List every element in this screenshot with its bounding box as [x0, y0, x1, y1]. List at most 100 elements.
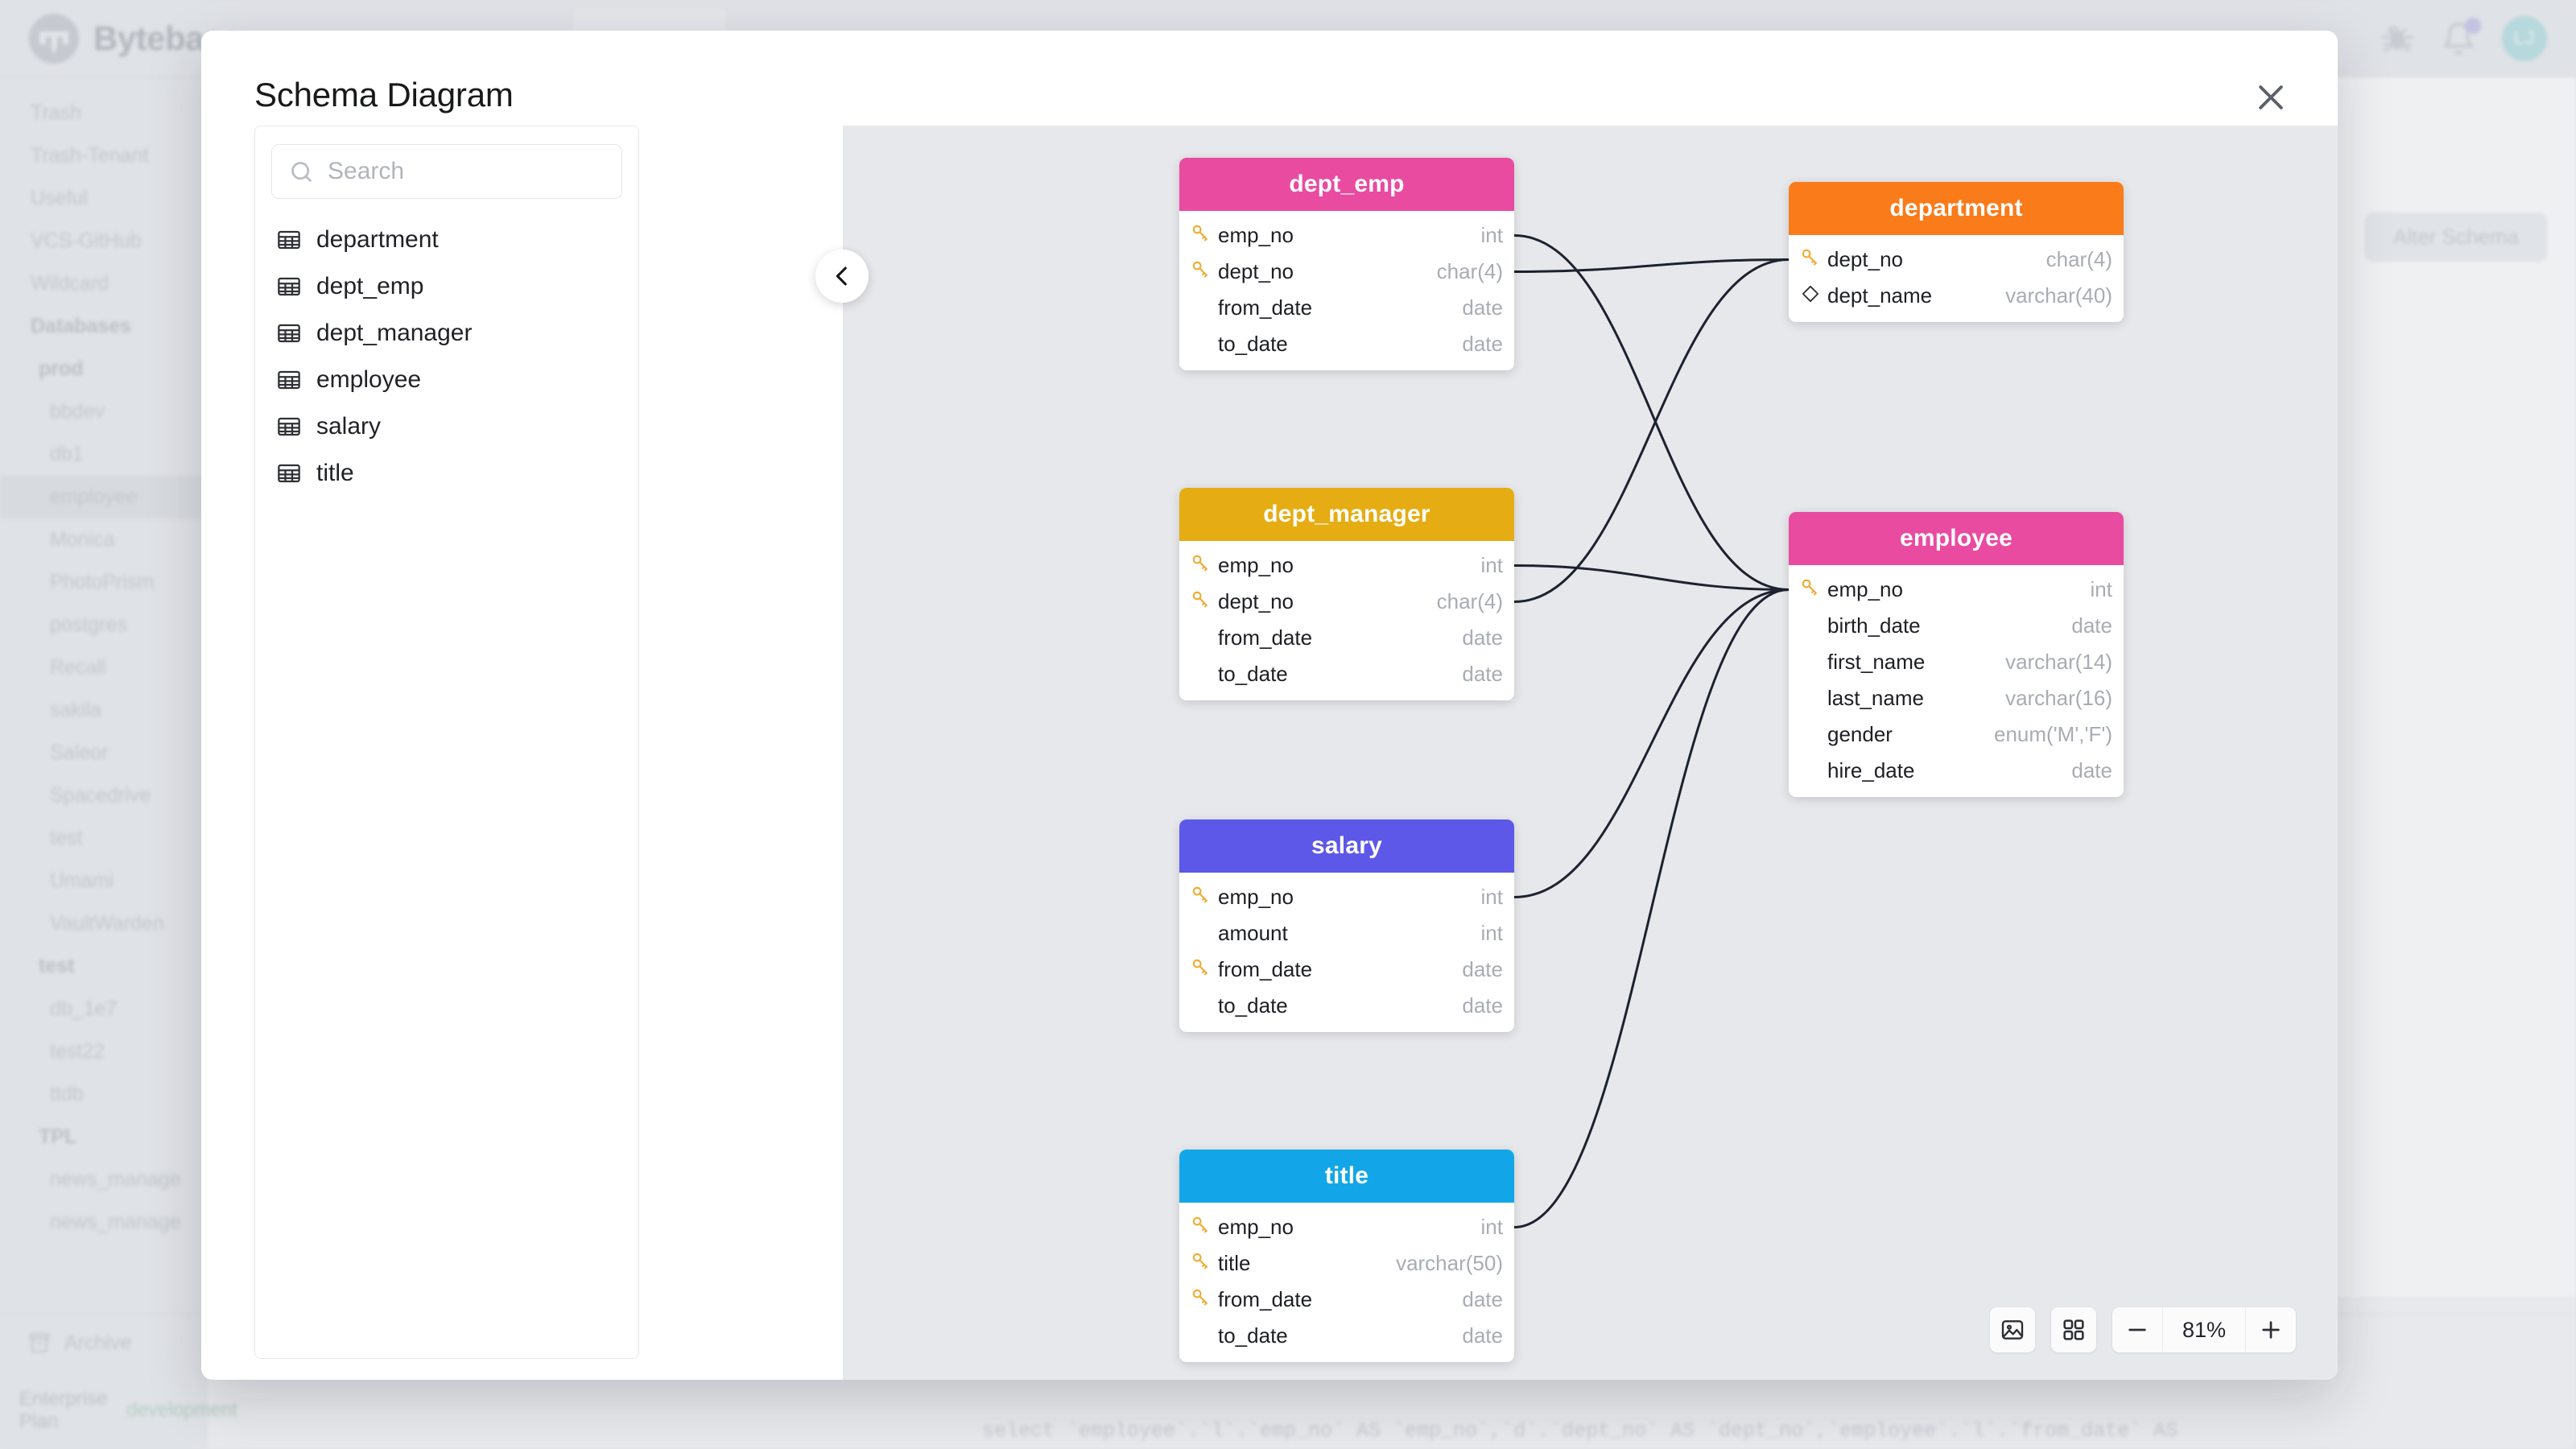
sidebar-item-bbdev[interactable]: bbdev — [50, 400, 105, 423]
column-type: date — [1462, 625, 1503, 650]
table-list-item[interactable]: employee — [271, 357, 622, 403]
table-icon — [276, 320, 302, 346]
bell-icon[interactable] — [2441, 17, 2481, 56]
sidebar-item-recall[interactable]: Recall — [50, 656, 106, 679]
sidebar-item-ttdb[interactable]: ttdb — [50, 1083, 84, 1105]
sidebar-item-news-manage[interactable]: news_manage — [50, 1211, 181, 1233]
table-list-item[interactable]: salary — [271, 403, 622, 450]
table-node-header: dept_emp — [1179, 158, 1514, 211]
primary-key-icon — [1191, 885, 1212, 910]
close-icon[interactable] — [2248, 74, 2294, 121]
sidebar-item-employee[interactable]: employee — [0, 476, 208, 518]
avatar[interactable]: LJ — [2502, 15, 2547, 61]
column-name: emp_no — [1827, 577, 1903, 601]
alter-schema-button[interactable]: Alter Schema — [2364, 213, 2547, 262]
table-icon — [276, 460, 302, 486]
sidebar-item-test[interactable]: test — [50, 827, 83, 849]
column-name: emp_no — [1218, 553, 1294, 577]
sidebar-item-test[interactable]: test — [39, 955, 75, 977]
archive-label: Archive — [64, 1331, 132, 1354]
sidebar-item-vaultwarden[interactable]: VaultWarden — [50, 912, 164, 935]
relationship-edge — [1513, 258, 1790, 273]
table-list-item-label: department — [316, 226, 439, 253]
zoom-out-button[interactable] — [2112, 1307, 2162, 1352]
sidebar-item-saleor[interactable]: Saleor — [50, 741, 109, 764]
sidebar-item-photoprism[interactable]: PhotoPrism — [50, 571, 155, 593]
table-list-item[interactable]: dept_emp — [271, 263, 622, 310]
sidebar-item-trash-tenant[interactable]: Trash-Tenant — [31, 144, 149, 167]
sidebar-item-trash[interactable]: Trash — [31, 101, 81, 124]
table-list-item-label: employee — [316, 366, 422, 393]
column-name: from_date — [1218, 957, 1313, 981]
table-list-item[interactable]: department — [271, 217, 622, 263]
sidebar-item-sakila[interactable]: sakila — [50, 699, 101, 721]
sidebar-item-vcs-github[interactable]: VCS-GitHub — [31, 229, 142, 252]
column-type: date — [2071, 758, 2112, 782]
column-key-slot — [1191, 957, 1218, 982]
zoom-in-button[interactable] — [2246, 1307, 2296, 1352]
chevron-left-icon — [836, 266, 847, 286]
bug-icon[interactable] — [2380, 21, 2415, 56]
search-input[interactable] — [328, 158, 605, 185]
sidebar-item-postgres[interactable]: postgres — [50, 613, 127, 636]
sidebar-item-prod[interactable]: prod — [39, 357, 84, 380]
sidebar-item-monica[interactable]: Monica — [50, 528, 115, 551]
sidebar-item-news-manage[interactable]: news_manage — [50, 1168, 181, 1191]
column-type: date — [2071, 613, 2112, 638]
sidebar-item-wildcard[interactable]: Wildcard — [31, 272, 109, 295]
page-title: Schema Diagram — [254, 76, 514, 114]
notification-badge — [2465, 17, 2481, 34]
table-list-item[interactable]: title — [271, 450, 622, 497]
column-key-slot — [1800, 577, 1827, 602]
search-box[interactable] — [271, 144, 622, 199]
collapse-panel-button[interactable] — [815, 250, 869, 303]
column-name: emp_no — [1218, 223, 1294, 247]
sidebar-item-spacedrive[interactable]: Spacedrive — [50, 784, 151, 807]
column-name: to_date — [1218, 332, 1288, 356]
column-type: date — [1462, 295, 1503, 320]
sidebar-item-useful[interactable]: Useful — [31, 187, 88, 209]
column-key-slot — [1191, 223, 1218, 248]
sidebar-item-db1[interactable]: db1 — [50, 443, 84, 465]
export-image-button[interactable] — [1990, 1307, 2035, 1352]
table-list-item[interactable]: dept_manager — [271, 310, 622, 357]
sidebar-item-test22[interactable]: test22 — [50, 1040, 105, 1063]
auto-layout-button[interactable] — [2051, 1307, 2096, 1352]
sidebar-item-db-1e7[interactable]: db_1e7 — [50, 997, 118, 1020]
table-list-item-label: title — [316, 460, 354, 486]
sidebar-item-tpl[interactable]: TPL — [39, 1125, 77, 1148]
sidebar-item-umami[interactable]: Umami — [50, 869, 114, 892]
